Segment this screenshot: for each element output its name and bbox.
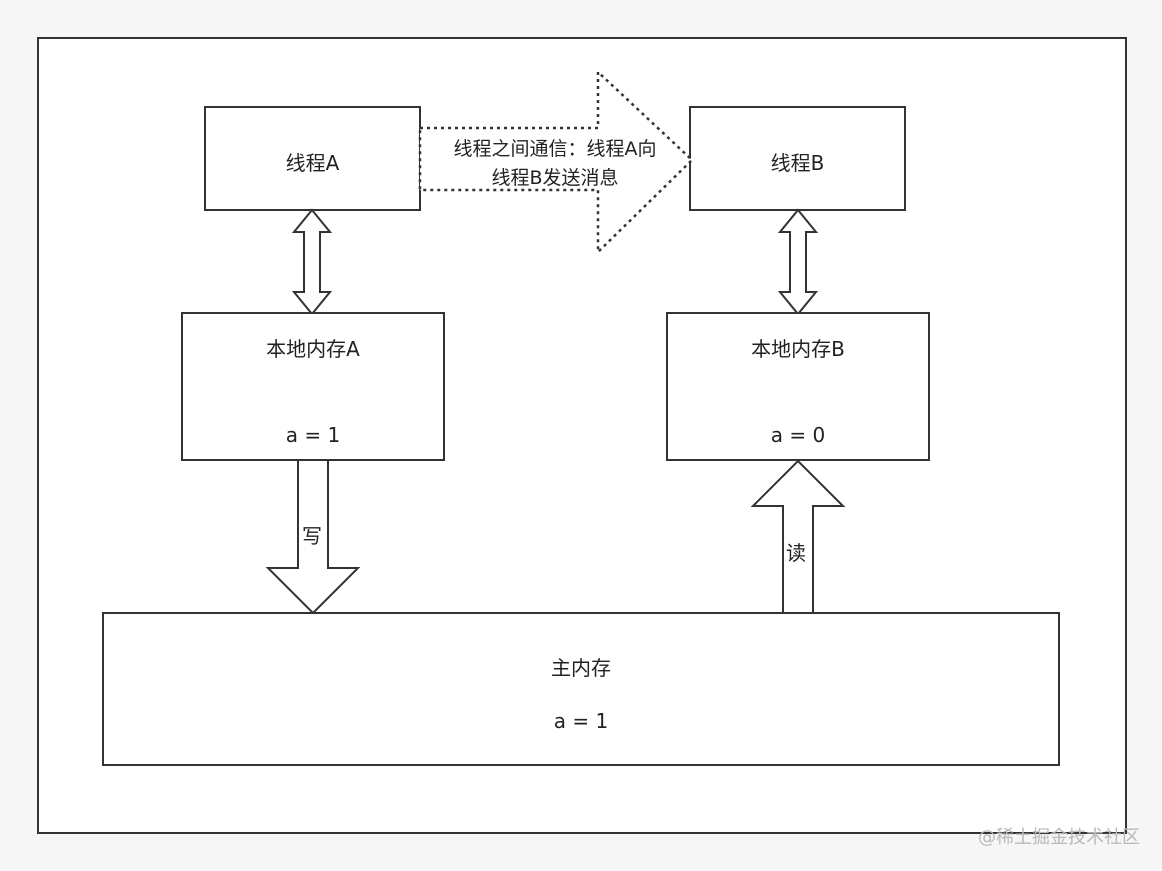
local-mem-a-box [181, 312, 445, 461]
message-label-line2: 线程B发送消息 [491, 167, 619, 189]
message-arrow [418, 69, 694, 255]
local-mem-b-value: a = 0 [770, 423, 826, 447]
local-mem-a-value: a = 1 [285, 423, 341, 447]
thread-b-label: 线程B [770, 151, 825, 175]
read-label: 读 [786, 541, 806, 565]
thread-a-label: 线程A [285, 151, 340, 175]
main-mem-value: a = 1 [553, 709, 609, 733]
main-mem-title: 主内存 [551, 656, 611, 680]
watermark: @稀土掘金技术社区 [978, 827, 1140, 848]
local-mem-b-title: 本地内存B [751, 337, 845, 361]
main-mem-box [102, 612, 1060, 766]
local-mem-b-box [666, 312, 930, 461]
message-label-line1: 线程之间通信：线程A向 [453, 138, 657, 160]
local-mem-a-title: 本地内存A [266, 337, 360, 361]
read-arrow [750, 459, 846, 614]
write-label: 写 [302, 524, 322, 548]
thread-b-box [689, 106, 906, 211]
write-arrow [265, 459, 361, 615]
thread-a-box [204, 106, 421, 211]
